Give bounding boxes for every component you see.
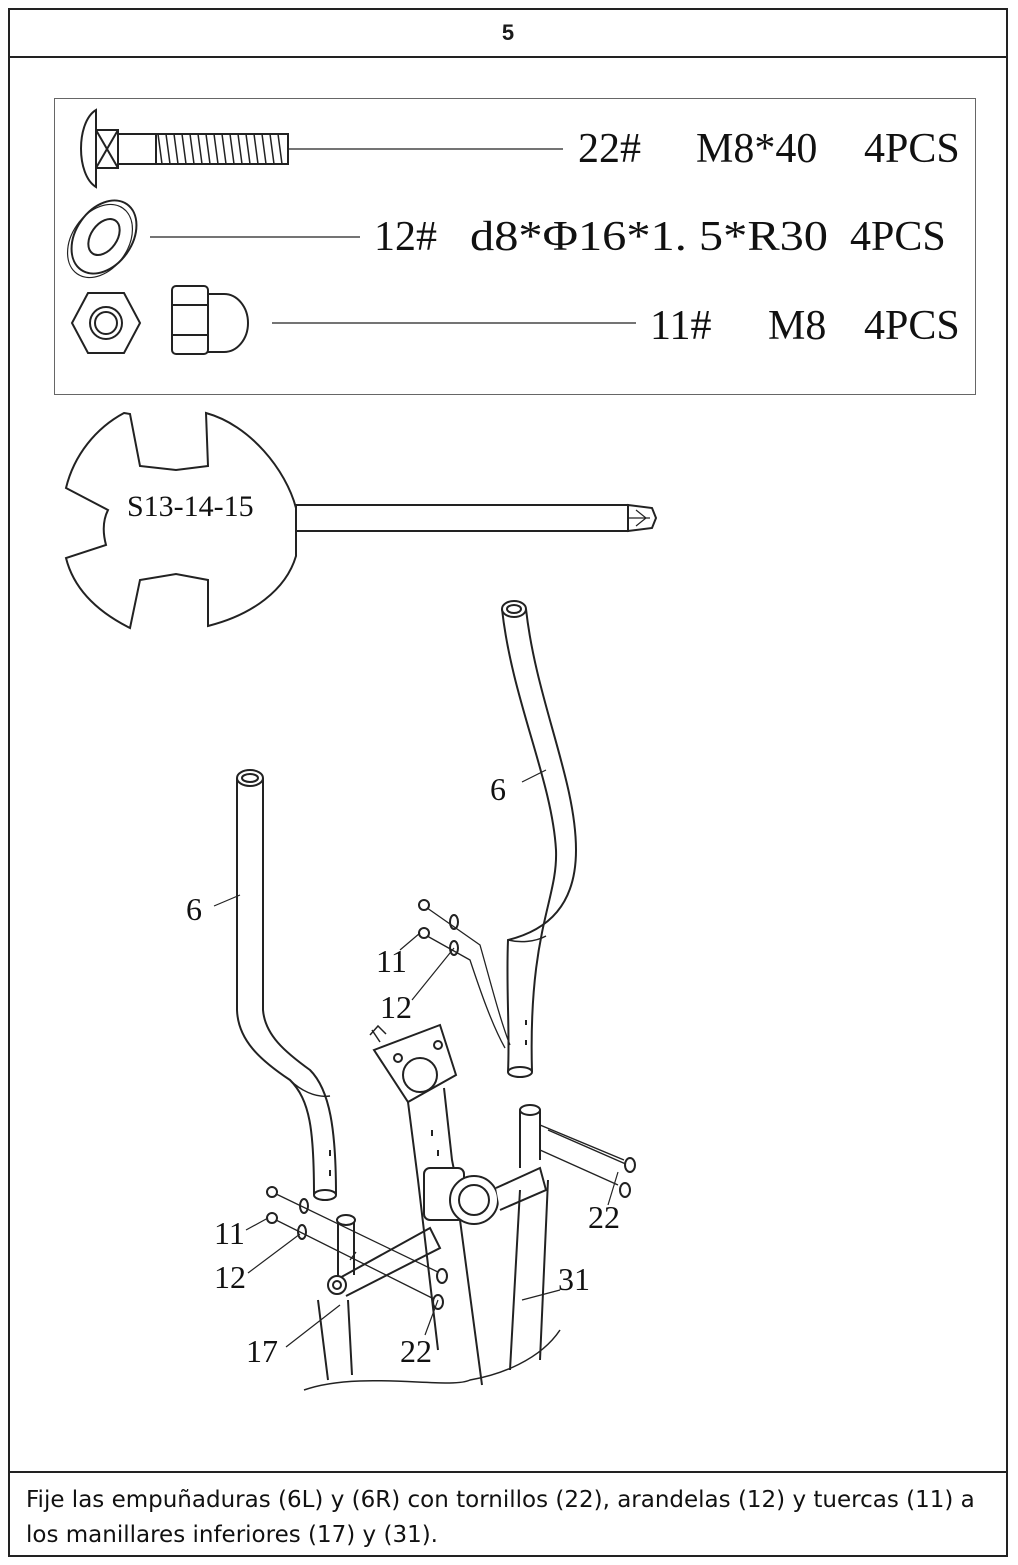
hardware-parts-box <box>54 98 976 395</box>
part-22-id: 22# <box>578 126 641 172</box>
tool-label: S13-14-15 <box>127 490 254 523</box>
callout-washer-bottom: 12 <box>214 1259 246 1295</box>
instruction-caption: Fije las empuñaduras (6L) y (6R) con tor… <box>26 1487 975 1548</box>
handlebar-left <box>236 769 337 1201</box>
callout-bolt-left: 22 <box>400 1333 432 1369</box>
cap-nut-icon <box>171 285 636 355</box>
callout-lower-handlebar-right: 31 <box>558 1261 590 1297</box>
part-12-spec: d8*Φ16*1. 5*R30 <box>470 214 828 260</box>
right-bolts <box>539 1124 636 1198</box>
callout-bolt-right: 22 <box>588 1199 620 1235</box>
wrench-screwdriver-icon <box>64 411 658 630</box>
lower-left-tube <box>317 1214 442 1381</box>
handlebar-right <box>501 600 578 1078</box>
part-12-id: 12# <box>374 214 437 260</box>
callout-handlebar-right: 6 <box>490 771 506 807</box>
part-11-spec: M8 <box>768 303 826 349</box>
part-11-id: 11# <box>650 303 711 349</box>
callout-lower-handlebar-left: 17 <box>246 1333 278 1369</box>
caption-area: Fije las empuñaduras (6L) y (6R) con tor… <box>10 1471 1006 1557</box>
nut-icon <box>70 292 142 354</box>
part-22-spec: M8*40 <box>696 126 817 172</box>
carriage-bolt-icon <box>80 108 563 189</box>
upper-hardware-set <box>418 899 511 1049</box>
callout-nut-top: 11 <box>376 943 407 979</box>
washer-icon <box>66 199 360 279</box>
leader-lines <box>213 769 619 1348</box>
instruction-step-frame: 5 Fije las empuñaduras (6L) y (6R) con t… <box>8 8 1008 1557</box>
callout-washer-top: 12 <box>380 989 412 1025</box>
part-11-qty: 4PCS <box>864 303 960 349</box>
callout-nut-bottom: 11 <box>214 1215 245 1251</box>
part-22-qty: 4PCS <box>864 126 960 172</box>
step-number: 5 <box>10 10 1006 58</box>
lower-hardware-set <box>266 1186 448 1310</box>
center-frame <box>303 1023 561 1391</box>
part-12-qty: 4PCS <box>850 214 946 260</box>
callout-handlebar-left: 6 <box>186 891 202 927</box>
